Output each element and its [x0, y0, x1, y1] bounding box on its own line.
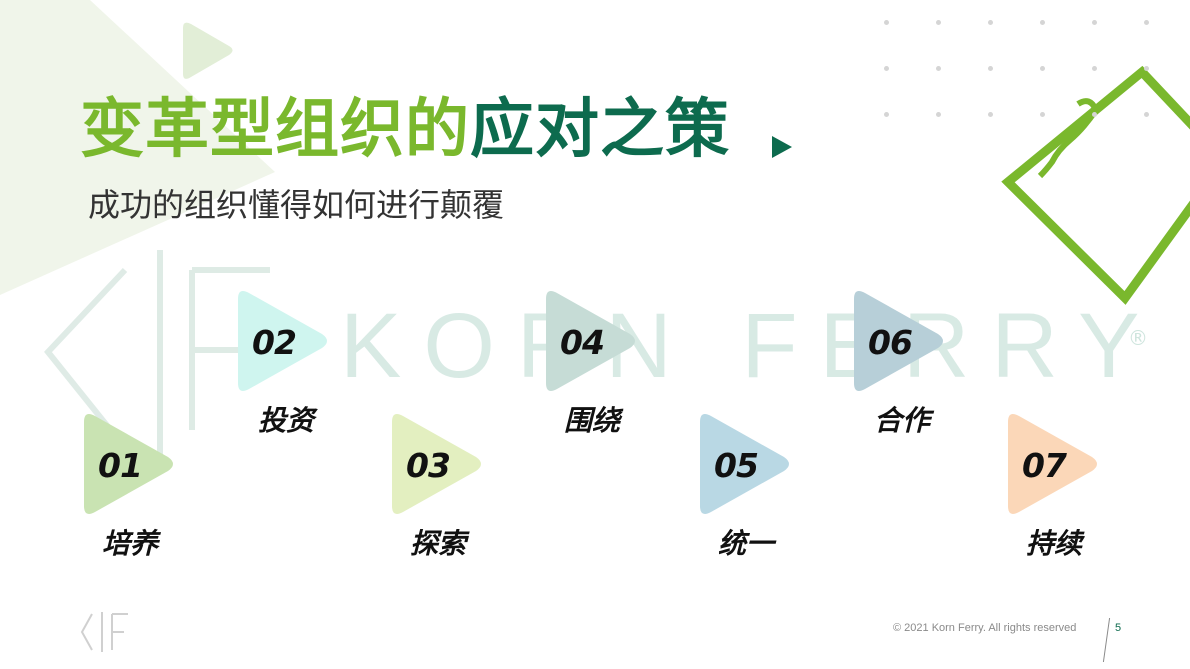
- watermark-emblem: [44, 250, 270, 470]
- grid-dot: [1040, 20, 1045, 25]
- page-title: 变革型组织的应对之策: [80, 98, 730, 162]
- grid-dot: [1144, 66, 1149, 71]
- step-04: 04 围绕: [542, 287, 702, 437]
- grid-dot: [936, 20, 941, 25]
- step-number: 01: [98, 446, 143, 485]
- grid-dot: [988, 112, 993, 117]
- page-number: 5: [1115, 622, 1122, 634]
- step-label: 持续: [1026, 527, 1083, 560]
- step-number: 06: [868, 323, 913, 362]
- title-part-green: 变革型组织的: [80, 93, 470, 167]
- step-label: 统一: [718, 527, 775, 560]
- grid-dot: [988, 66, 993, 71]
- page-subtitle: 成功的组织懂得如何进行颠覆: [88, 186, 505, 224]
- grid-dot: [1092, 66, 1097, 71]
- grid-dot: [936, 66, 941, 71]
- step-number: 04: [560, 323, 605, 362]
- step-number: 03: [406, 446, 451, 485]
- grid-dot: [1144, 20, 1149, 25]
- title-part-dark-green: 应对之策: [470, 93, 730, 167]
- kf-logo: [80, 612, 128, 652]
- grid-dot: [1092, 20, 1097, 25]
- grid-dot: [884, 20, 889, 25]
- diamond-cut-line: [1037, 98, 1100, 179]
- step-07: 07 持续: [1004, 410, 1164, 560]
- play-triangle-icon: [546, 291, 635, 391]
- grid-dot: [1040, 66, 1045, 71]
- grid-dot: [988, 20, 993, 25]
- step-label: 投资: [258, 404, 315, 437]
- step-01: 01 培养: [80, 410, 240, 560]
- step-label: 围绕: [564, 404, 621, 437]
- grid-dot: [1092, 112, 1097, 117]
- dot-grid: [884, 20, 1154, 120]
- watermark-text: KORN FERRY: [340, 295, 1162, 397]
- corner-triangle-shape: [0, 0, 275, 295]
- step-06: 06 合作: [850, 287, 1010, 437]
- step-label: 探索: [410, 527, 467, 560]
- play-triangle-icon: [238, 291, 327, 391]
- title-play-icon: [772, 136, 792, 158]
- green-diamond-shape: [1001, 65, 1190, 305]
- grid-dot: [884, 66, 889, 71]
- copyright-text: © 2021 Korn Ferry. All rights reserved: [893, 622, 1077, 634]
- step-number: 05: [714, 446, 759, 485]
- play-triangle-icon: [1008, 414, 1097, 514]
- grid-dot: [884, 112, 889, 117]
- step-05: 05 统一: [696, 410, 856, 560]
- play-triangle-icon: [700, 414, 789, 514]
- step-label: 合作: [874, 404, 931, 437]
- registered-mark: ®: [1128, 326, 1148, 350]
- step-02: 02 投资: [234, 287, 394, 437]
- grid-dot: [1040, 112, 1045, 117]
- step-label: 培养: [102, 527, 159, 560]
- grid-dot: [936, 112, 941, 117]
- step-number: 02: [252, 323, 297, 362]
- step-number: 07: [1022, 446, 1067, 485]
- top-play-shape: [183, 22, 233, 79]
- play-triangle-icon: [392, 414, 481, 514]
- play-triangle-icon: [854, 291, 943, 391]
- step-03: 03 探索: [388, 410, 548, 560]
- play-triangle-icon: [84, 414, 173, 514]
- grid-dot: [1144, 112, 1149, 117]
